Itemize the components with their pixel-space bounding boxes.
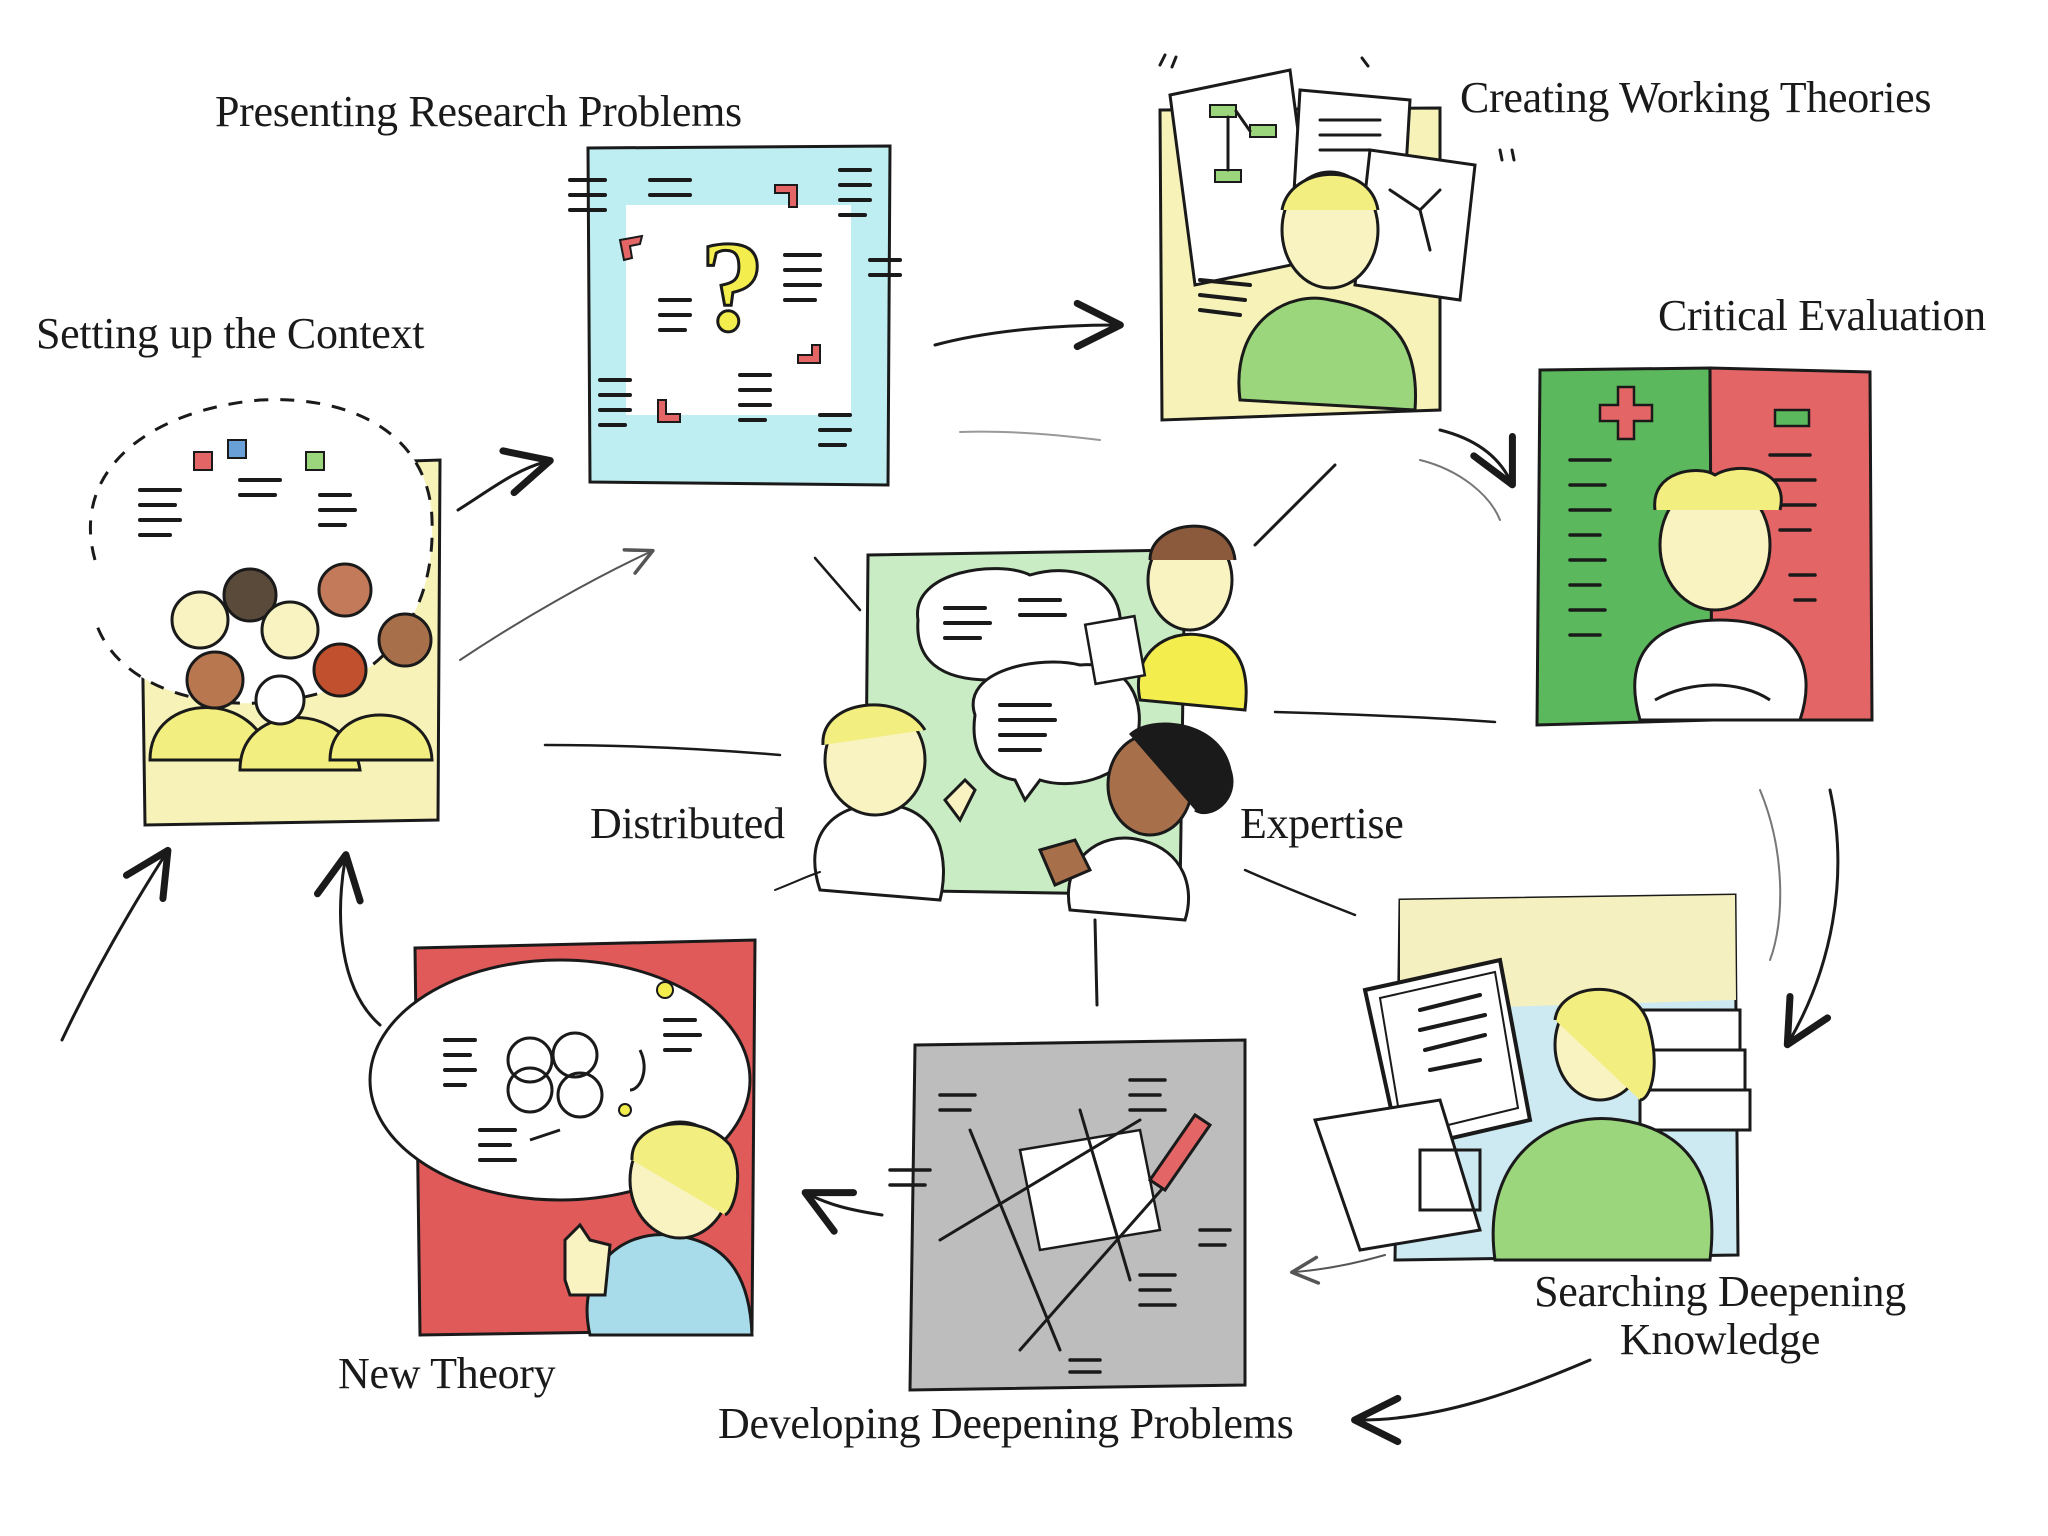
label-searching-knowledge: Searching Deepening Knowledge <box>1510 1267 1930 1365</box>
arrow-searching-to-developing-light <box>1290 1254 1386 1285</box>
arrow-new-theory-to-context <box>313 851 382 1027</box>
arrow-context-to-problems-light <box>459 548 655 661</box>
label-searching-knowledge-line1: Searching Deepening <box>1534 1267 1906 1316</box>
svg-text:?: ? <box>700 215 765 359</box>
label-setting-context: Setting up the Context <box>36 309 425 358</box>
presenting-problems-panel: ? <box>568 144 902 487</box>
developing-problems-panel <box>888 1038 1247 1392</box>
setting-context-panel <box>88 398 442 827</box>
arrow-evaluation-to-searching <box>1783 788 1840 1049</box>
hub-line-faint-top <box>959 430 1101 441</box>
label-new-theory: New Theory <box>338 1349 556 1398</box>
new-theory-panel <box>368 938 757 1337</box>
hub-line-to-searching <box>1243 868 1357 917</box>
label-critical-evaluation: Critical Evaluation <box>1658 291 1986 340</box>
label-creating-theories: Creating Working Theories <box>1460 73 1932 122</box>
cycle-arrows <box>60 299 1840 1446</box>
arrow-searching-to-developing <box>1351 1358 1592 1446</box>
hub-line-to-new-theory <box>774 871 821 891</box>
hub-line-to-problems <box>813 556 862 612</box>
arrow-problems-to-theories <box>933 299 1124 351</box>
hub-line-to-evaluation <box>1273 710 1497 724</box>
distributed-expertise-panel <box>813 524 1248 922</box>
hub-line-to-context <box>543 743 782 757</box>
arrow-evaluation-to-searching-light <box>1759 789 1782 961</box>
critical-evaluation-panel <box>1535 366 1874 727</box>
arrow-theories-to-evaluation-light <box>1419 459 1501 521</box>
label-distributed: Distributed <box>590 799 785 848</box>
arrow-entry-to-context <box>60 846 172 1042</box>
label-presenting-problems: Presenting Research Problems <box>215 87 742 136</box>
hub-line-to-theories <box>1253 463 1337 547</box>
searching-knowledge-panel <box>1312 893 1752 1262</box>
arrow-context-to-problems <box>456 447 554 512</box>
hub-line-to-developing <box>1093 918 1099 1007</box>
arrow-developing-to-new-theory <box>801 1189 884 1235</box>
label-developing-problems: Developing Deepening Problems <box>718 1399 1294 1448</box>
creating-theories-panel <box>1158 53 1516 422</box>
arrow-theories-to-evaluation <box>1438 428 1516 489</box>
label-searching-knowledge-line2: Knowledge <box>1619 1315 1821 1365</box>
label-expertise: Expertise <box>1240 799 1404 848</box>
